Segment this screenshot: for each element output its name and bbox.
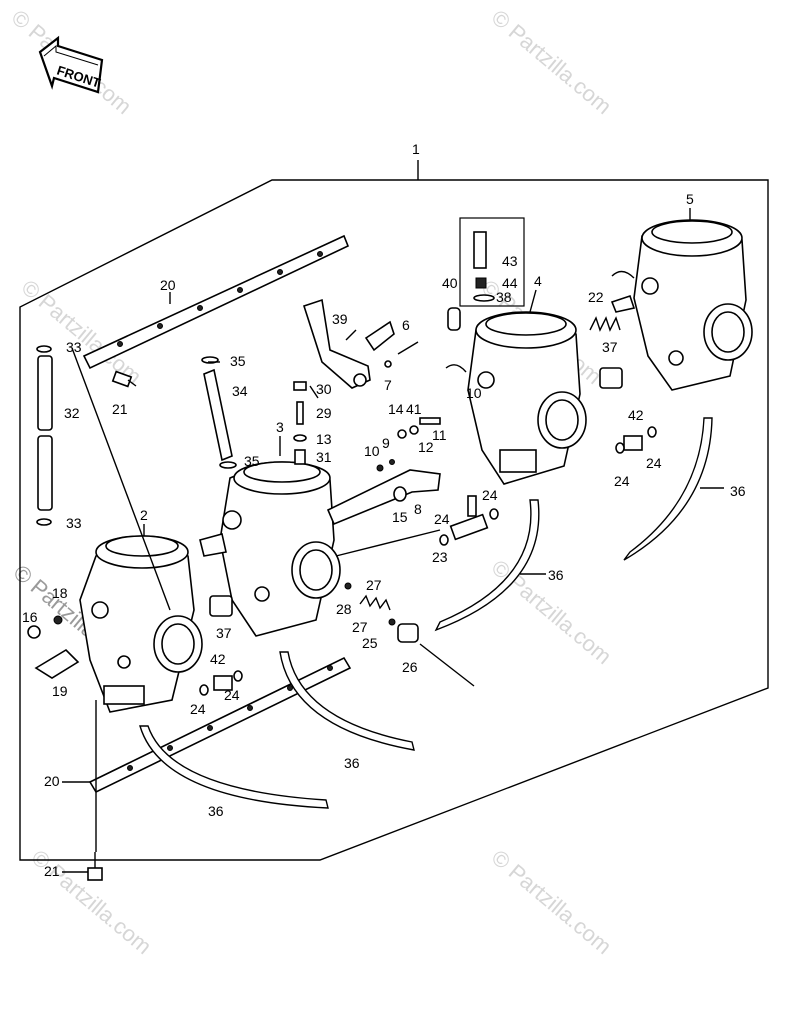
callout-25: 25 bbox=[362, 635, 378, 651]
callout-35-top: 35 bbox=[230, 353, 246, 369]
callout-labels: 1 2 3 4 5 6 7 8 9 10 10 11 12 13 14 15 1… bbox=[22, 141, 746, 879]
screw-21-top bbox=[111, 370, 137, 388]
callout-30: 30 bbox=[316, 381, 332, 397]
callout-9: 9 bbox=[382, 435, 390, 451]
callout-24-c: 24 bbox=[614, 473, 630, 489]
callout-10b: 10 bbox=[466, 385, 482, 401]
watermark-text: © Partzilla.com bbox=[487, 845, 617, 959]
callout-23: 23 bbox=[432, 549, 448, 565]
callout-6: 6 bbox=[402, 317, 410, 333]
callout-22: 22 bbox=[588, 289, 604, 305]
screw-6 bbox=[397, 341, 419, 355]
screw-21-bottom bbox=[87, 852, 103, 881]
callout-16: 16 bbox=[22, 609, 38, 625]
callout-27-a: 27 bbox=[366, 577, 382, 593]
callout-26: 26 bbox=[402, 659, 418, 675]
callout-12: 12 bbox=[418, 439, 434, 455]
callout-3: 3 bbox=[276, 419, 284, 435]
callout-20-top: 20 bbox=[160, 277, 176, 293]
carburetor-5 bbox=[611, 219, 753, 391]
callout-24-b: 24 bbox=[482, 487, 498, 503]
callout-24-f: 24 bbox=[224, 687, 240, 703]
callout-24-a: 24 bbox=[434, 511, 450, 527]
callout-29: 29 bbox=[316, 405, 332, 421]
needle-stack bbox=[293, 381, 307, 465]
hose-36-mid bbox=[279, 651, 415, 751]
callout-19: 19 bbox=[52, 683, 68, 699]
callout-5: 5 bbox=[686, 191, 694, 207]
watermark-text: © Partzilla.com bbox=[27, 845, 157, 959]
callout-33-top: 33 bbox=[66, 339, 82, 355]
leader-lines bbox=[62, 208, 724, 873]
callout-32: 32 bbox=[64, 405, 80, 421]
plug-40 bbox=[447, 307, 461, 331]
callout-39: 39 bbox=[332, 311, 348, 327]
callout-4: 4 bbox=[534, 273, 542, 289]
callout-37-left: 37 bbox=[216, 625, 232, 641]
hose-36-center bbox=[434, 499, 540, 632]
callout-8: 8 bbox=[414, 501, 422, 517]
callout-31: 31 bbox=[316, 449, 332, 465]
linkage-8 bbox=[326, 469, 441, 526]
callout-24-e: 24 bbox=[190, 701, 206, 717]
callout-33-bottom: 33 bbox=[66, 515, 82, 531]
callout-21-top: 21 bbox=[112, 401, 128, 417]
callout-13: 13 bbox=[316, 431, 332, 447]
bracket-39 bbox=[302, 298, 395, 389]
callout-24-d: 24 bbox=[646, 455, 662, 471]
tee-fitting-23 bbox=[439, 495, 499, 546]
idle-screw-assembly bbox=[344, 582, 475, 687]
callout-2: 2 bbox=[140, 507, 148, 523]
vent-tube-34 bbox=[201, 356, 237, 469]
callout-27-b: 27 bbox=[352, 619, 368, 635]
callout-41: 41 bbox=[406, 401, 422, 417]
jet-stack bbox=[459, 217, 525, 307]
callout-7: 7 bbox=[384, 377, 392, 393]
callout-36-bottom: 36 bbox=[208, 803, 224, 819]
callout-36-right: 36 bbox=[730, 483, 746, 499]
fitting-42-right bbox=[615, 426, 657, 454]
callout-14: 14 bbox=[388, 401, 404, 417]
front-arrow: FRONT bbox=[38, 35, 104, 94]
callout-28: 28 bbox=[336, 601, 352, 617]
callout-43: 43 bbox=[502, 253, 518, 269]
callout-1: 1 bbox=[412, 141, 420, 157]
callout-21-bottom: 21 bbox=[44, 863, 60, 879]
callout-18: 18 bbox=[52, 585, 68, 601]
cap-37-right bbox=[599, 367, 623, 389]
screw-16 bbox=[27, 625, 41, 639]
fitting-42-left bbox=[199, 670, 243, 696]
assembly-boundary bbox=[19, 179, 769, 861]
callout-37-right: 37 bbox=[602, 339, 618, 355]
link-rail-top bbox=[82, 234, 350, 370]
vent-tube-32 bbox=[36, 345, 53, 526]
callout-34: 34 bbox=[232, 383, 248, 399]
bracket-19 bbox=[34, 648, 80, 679]
callout-20-bottom: 20 bbox=[44, 773, 60, 789]
callout-11: 11 bbox=[432, 427, 447, 443]
carburetor-3 bbox=[199, 461, 341, 637]
watermark-text: © Partzilla.com bbox=[487, 5, 617, 119]
callout-10: 10 bbox=[364, 443, 380, 459]
callout-44: 44 bbox=[502, 275, 518, 291]
link-rail-bottom bbox=[88, 656, 352, 794]
callout-38: 38 bbox=[496, 289, 512, 305]
hose-36-bottom bbox=[139, 725, 329, 809]
carburetor-4 bbox=[445, 311, 587, 485]
small-fasteners-group bbox=[376, 417, 441, 472]
cap-37-left bbox=[209, 595, 233, 617]
hose-36-right bbox=[623, 417, 713, 561]
callout-40: 40 bbox=[442, 275, 458, 291]
plug-18 bbox=[53, 615, 63, 625]
screw-7 bbox=[384, 360, 392, 368]
callout-42-right: 42 bbox=[628, 407, 644, 423]
callout-35-bottom: 35 bbox=[244, 453, 260, 469]
callout-15: 15 bbox=[392, 509, 408, 525]
carburetor-2 bbox=[79, 535, 203, 713]
callout-36-mid: 36 bbox=[344, 755, 360, 771]
spring-22 bbox=[589, 294, 636, 332]
callout-42-left: 42 bbox=[210, 651, 226, 667]
callout-36-center: 36 bbox=[548, 567, 564, 583]
